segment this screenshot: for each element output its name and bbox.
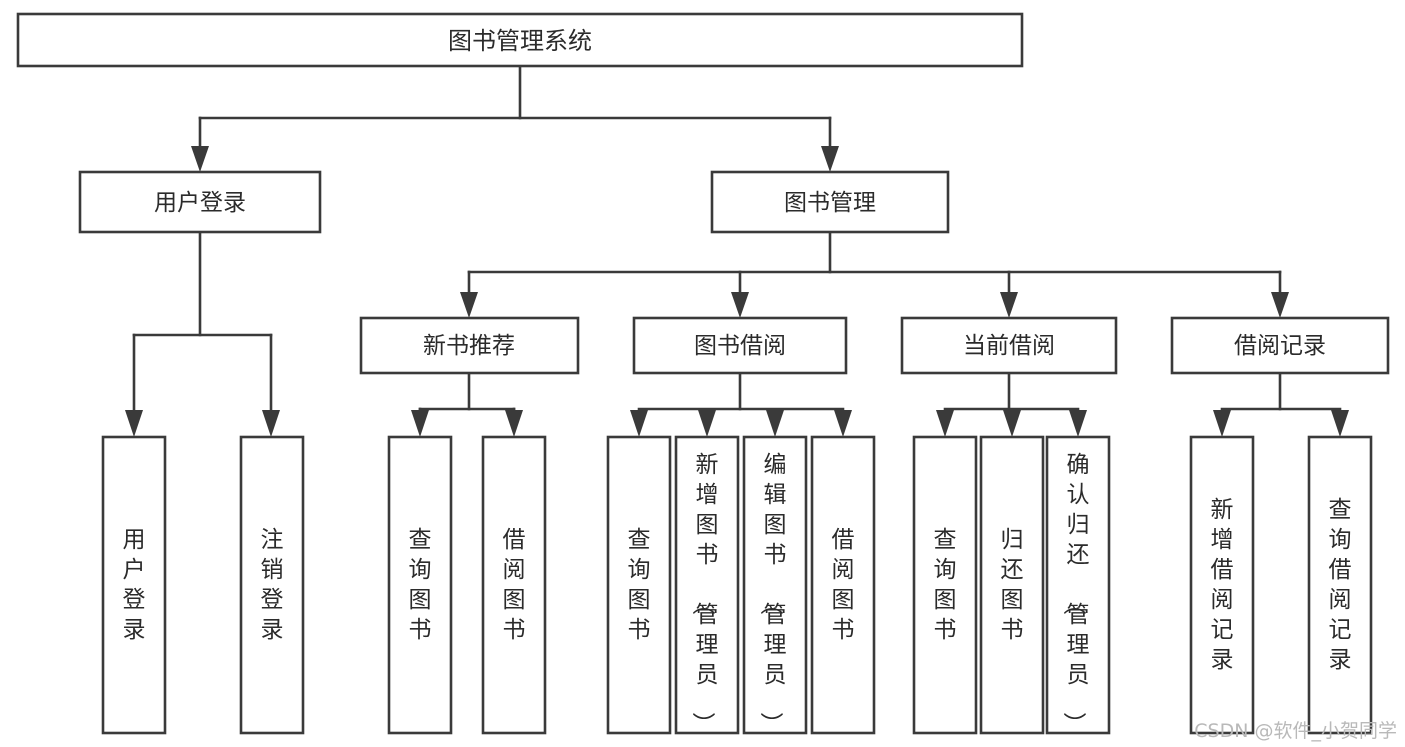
arrow-head-book-manage xyxy=(821,146,839,172)
arrow-head-user-login xyxy=(191,146,209,172)
connectors-new-book xyxy=(411,371,523,437)
node-book-manage[interactable]: 图书管理 xyxy=(710,170,950,234)
arrow-head-bm-4 xyxy=(1271,292,1289,318)
node-root[interactable]: 图书管理系统 xyxy=(16,12,1024,68)
connectors-book-manage xyxy=(460,230,1289,318)
node-root-box[interactable] xyxy=(16,12,1024,68)
arrow-head-bm-2 xyxy=(731,292,749,318)
node-leaf-nb-query-book[interactable]: 查询图书 xyxy=(387,435,453,735)
arrow-head-bb-3 xyxy=(766,410,784,437)
arrow-head-br-2 xyxy=(1331,410,1349,437)
node-leaf-user-login-label: 用户登录 xyxy=(123,527,146,643)
node-leaf-cb-query-book-box[interactable] xyxy=(912,435,978,735)
node-leaf-br-add-record-label: 新增借阅记录 xyxy=(1211,497,1234,673)
node-leaf-cb-return-book-box[interactable] xyxy=(979,435,1045,735)
node-book-borrow-box[interactable] xyxy=(632,316,848,375)
node-leaf-logout[interactable]: 注销登录 xyxy=(239,435,305,735)
node-leaf-nb-query-book-label: 查询图书 xyxy=(409,527,432,643)
node-leaf-cb-confirm-return-label: 确认归还（管理员） xyxy=(1061,452,1090,735)
node-leaf-bb-borrow-book-box[interactable] xyxy=(810,435,876,735)
node-leaf-cb-return-book-label: 归还图书 xyxy=(1001,527,1024,643)
node-current-borrow-label: 当前借阅 xyxy=(963,333,1055,359)
arrow-head-nb-1 xyxy=(411,410,429,437)
node-leaf-cb-return-book[interactable]: 归还图书 xyxy=(979,435,1045,735)
node-borrow-record-label: 借阅记录 xyxy=(1234,333,1326,359)
node-current-borrow[interactable]: 当前借阅 xyxy=(900,316,1118,375)
node-leaf-bb-edit-book[interactable]: 编辑图书（管理员） xyxy=(742,435,808,735)
arrow-head-br-1 xyxy=(1213,410,1231,437)
node-borrow-record[interactable]: 借阅记录 xyxy=(1170,316,1390,375)
node-leaf-cb-query-book[interactable]: 查询图书 xyxy=(912,435,978,735)
arrow-head-ul-1 xyxy=(125,410,143,437)
node-leaf-user-login[interactable]: 用户登录 xyxy=(101,435,167,735)
node-user-login-label: 用户登录 xyxy=(154,190,246,216)
node-leaf-bb-borrow-book[interactable]: 借阅图书 xyxy=(810,435,876,735)
node-new-book-recommend[interactable]: 新书推荐 xyxy=(359,316,580,375)
node-root-label: 图书管理系统 xyxy=(448,27,592,55)
node-leaf-br-query-record-box[interactable] xyxy=(1307,435,1373,735)
node-user-login-box[interactable] xyxy=(78,170,322,234)
node-leaf-logout-box[interactable] xyxy=(239,435,305,735)
arrow-head-cb-1 xyxy=(936,410,954,437)
arrow-head-bm-1 xyxy=(460,292,478,318)
node-leaf-cb-confirm-return-box[interactable] xyxy=(1045,435,1111,735)
node-user-login[interactable]: 用户登录 xyxy=(78,170,322,234)
node-leaf-br-add-record-box[interactable] xyxy=(1189,435,1255,735)
node-leaf-nb-borrow-book[interactable]: 借阅图书 xyxy=(481,435,547,735)
node-book-borrow[interactable]: 图书借阅 xyxy=(632,316,848,375)
node-leaf-br-add-record[interactable]: 新增借阅记录 xyxy=(1189,435,1255,735)
connectors-borrow-record xyxy=(1213,371,1349,437)
node-leaf-bb-edit-book-label: 编辑图书（管理员） xyxy=(758,452,787,735)
arrow-head-cb-2 xyxy=(1003,410,1021,437)
node-leaf-br-query-record-label: 查询借阅记录 xyxy=(1329,497,1352,673)
node-new-book-recommend-box[interactable] xyxy=(359,316,580,375)
node-leaf-logout-label: 注销登录 xyxy=(261,527,284,643)
arrow-head-nb-2 xyxy=(505,410,523,437)
arrow-head-bb-1 xyxy=(630,410,648,437)
node-book-manage-label: 图书管理 xyxy=(784,190,876,216)
node-leaf-cb-confirm-return[interactable]: 确认归还（管理员） xyxy=(1045,435,1111,735)
node-leaf-bb-query-book-box[interactable] xyxy=(606,435,672,735)
node-new-book-recommend-label: 新书推荐 xyxy=(423,333,515,359)
connectors-current-borrow xyxy=(936,371,1087,437)
node-leaf-user-login-box[interactable] xyxy=(101,435,167,735)
node-borrow-record-box[interactable] xyxy=(1170,316,1390,375)
arrow-head-cb-3 xyxy=(1069,410,1087,437)
node-leaf-bb-borrow-book-label: 借阅图书 xyxy=(832,527,855,643)
connectors-user-login xyxy=(125,230,280,437)
node-leaf-nb-borrow-book-box[interactable] xyxy=(481,435,547,735)
node-leaf-bb-edit-book-box[interactable] xyxy=(742,435,808,735)
arrow-head-bm-3 xyxy=(1000,292,1018,318)
node-leaf-cb-query-book-label: 查询图书 xyxy=(934,527,957,643)
node-book-manage-box[interactable] xyxy=(710,170,950,234)
arrow-head-bb-2 xyxy=(698,410,716,437)
node-leaf-bb-add-book-box[interactable] xyxy=(674,435,740,735)
node-leaf-bb-query-book-label: 查询图书 xyxy=(628,527,651,643)
node-leaf-br-query-record[interactable]: 查询借阅记录 xyxy=(1307,435,1373,735)
node-leaf-bb-add-book-label: 新增图书（管理员） xyxy=(690,452,719,735)
connectors-root xyxy=(191,64,839,172)
arrow-head-bb-4 xyxy=(834,410,852,437)
node-leaf-bb-query-book[interactable]: 查询图书 xyxy=(606,435,672,735)
node-leaf-nb-query-book-box[interactable] xyxy=(387,435,453,735)
node-leaf-bb-add-book[interactable]: 新增图书（管理员） xyxy=(674,435,740,735)
node-leaf-nb-borrow-book-label: 借阅图书 xyxy=(503,527,526,643)
connectors-book-borrow xyxy=(630,371,852,437)
node-book-borrow-label: 图书借阅 xyxy=(694,333,786,359)
arrow-head-ul-2 xyxy=(262,410,280,437)
node-current-borrow-box[interactable] xyxy=(900,316,1118,375)
